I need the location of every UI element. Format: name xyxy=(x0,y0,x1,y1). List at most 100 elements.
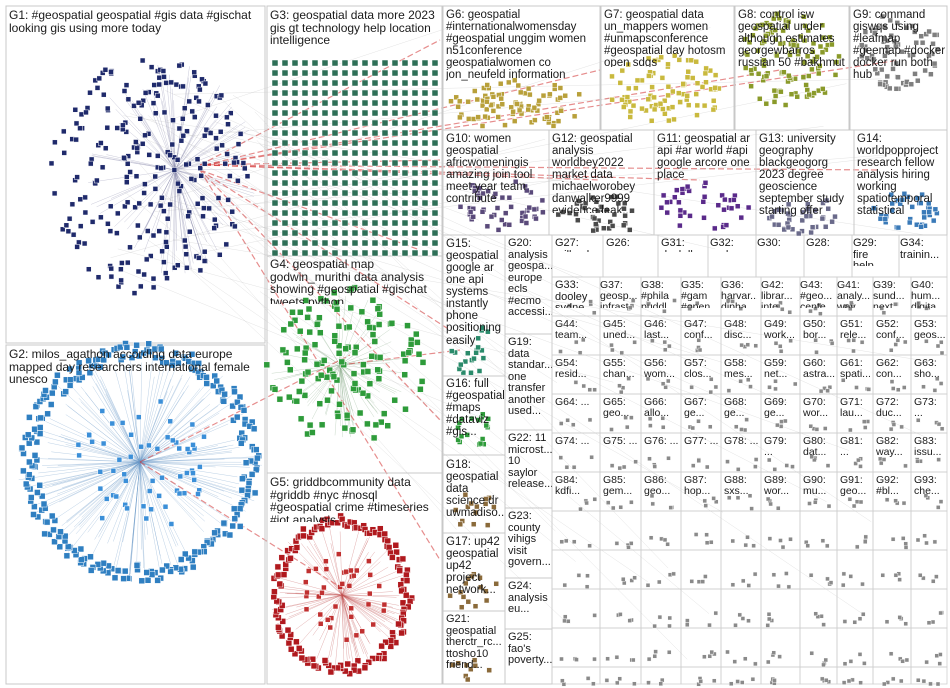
node-g3 xyxy=(422,60,428,66)
node-g3 xyxy=(342,240,348,246)
node-g3 xyxy=(322,220,328,226)
node-g2 xyxy=(249,471,255,477)
node-g10 xyxy=(524,221,529,226)
node-small-group xyxy=(809,573,813,577)
node-g1 xyxy=(155,153,160,158)
small-group-box xyxy=(600,511,641,550)
node-g3 xyxy=(322,240,328,246)
node-small-group xyxy=(571,423,575,427)
node-small-group xyxy=(651,502,655,506)
node-g7 xyxy=(702,103,707,108)
node-g3 xyxy=(362,190,368,196)
group-label-g21: G21: geospatial therctr_rc... ttosho10 f… xyxy=(446,614,504,684)
node-small-group xyxy=(829,581,833,585)
node-small-group xyxy=(698,348,702,352)
node-g1 xyxy=(103,67,108,72)
node-g3 xyxy=(372,70,378,76)
node-g3 xyxy=(322,170,328,176)
node-g3 xyxy=(362,130,368,136)
node-small-group xyxy=(572,465,576,469)
node-small-group xyxy=(892,423,896,427)
node-g2 xyxy=(77,453,82,458)
node-small-group xyxy=(593,657,597,661)
node-g1 xyxy=(153,111,158,116)
node-g3 xyxy=(302,110,308,116)
group-label-g10: G10: women geospatial africwomeningis am… xyxy=(446,133,550,213)
node-small-group xyxy=(663,538,667,542)
node-g2 xyxy=(49,513,55,519)
node-g4 xyxy=(299,378,305,384)
node-small-group xyxy=(606,501,610,505)
node-g11 xyxy=(665,210,670,215)
node-g1 xyxy=(145,229,150,234)
node-g3 xyxy=(422,220,428,226)
node-g1 xyxy=(198,268,203,273)
node-g3 xyxy=(362,60,368,66)
node-g10 xyxy=(485,224,490,229)
node-g5 xyxy=(333,604,338,609)
group-label-g36: G36: harvar... dipha... xyxy=(721,280,757,308)
node-g3 xyxy=(332,60,338,66)
node-g1 xyxy=(141,98,146,103)
node-small-group xyxy=(934,575,938,579)
node-g4 xyxy=(351,371,357,377)
small-group-label: G56: wom... xyxy=(644,358,679,384)
node-small-group xyxy=(826,389,830,393)
node-g5 xyxy=(403,572,409,578)
node-g2 xyxy=(178,474,183,479)
node-g1 xyxy=(197,99,202,104)
node-g1 xyxy=(105,125,110,130)
node-g1 xyxy=(52,140,57,145)
node-g3 xyxy=(352,90,358,96)
node-small-group xyxy=(691,464,695,468)
node-g3 xyxy=(332,120,338,126)
node-g3 xyxy=(422,120,428,126)
node-g6 xyxy=(537,98,542,103)
node-g3 xyxy=(372,250,378,256)
node-g3 xyxy=(412,200,418,206)
node-g1 xyxy=(142,272,147,277)
node-g3 xyxy=(422,130,428,136)
node-g1 xyxy=(108,229,113,234)
node-g6 xyxy=(556,119,561,124)
node-g3 xyxy=(432,200,438,206)
small-group-label: G70: wor... xyxy=(803,397,835,423)
node-g6 xyxy=(544,115,549,120)
node-g3 xyxy=(432,120,438,126)
node-g3 xyxy=(372,220,378,226)
small-group-box xyxy=(911,628,947,667)
node-g3 xyxy=(422,210,428,216)
node-small-group xyxy=(622,465,626,469)
node-g7 xyxy=(685,75,690,80)
node-g3 xyxy=(432,210,438,216)
node-small-group xyxy=(657,580,661,584)
edge-g2 xyxy=(36,435,140,463)
node-g3 xyxy=(402,70,408,76)
node-g3 xyxy=(272,180,278,186)
node-g3 xyxy=(282,170,288,176)
node-g3 xyxy=(362,230,368,236)
small-group-label: G46: last... xyxy=(644,319,679,345)
node-small-group xyxy=(898,615,902,619)
node-g3 xyxy=(432,70,438,76)
node-g4 xyxy=(417,386,423,392)
node-g3 xyxy=(362,90,368,96)
node-g1 xyxy=(74,137,79,142)
node-small-group xyxy=(611,506,615,510)
node-small-group xyxy=(726,650,730,654)
node-small-group xyxy=(818,312,822,316)
node-g3 xyxy=(362,180,368,186)
node-g4 xyxy=(405,323,411,329)
edge-g2 xyxy=(40,462,141,508)
node-small-group xyxy=(853,620,857,624)
node-g1 xyxy=(158,203,163,208)
node-g1 xyxy=(153,174,158,179)
group-label-g17: G17: up42 geospatial up42 project networ… xyxy=(446,536,504,606)
node-g3 xyxy=(372,210,378,216)
node-g1 xyxy=(159,195,164,200)
node-g7 xyxy=(685,93,690,98)
node-small-group xyxy=(697,580,701,584)
node-small-group xyxy=(899,679,903,683)
node-g3 xyxy=(312,240,318,246)
node-g4 xyxy=(335,413,341,419)
